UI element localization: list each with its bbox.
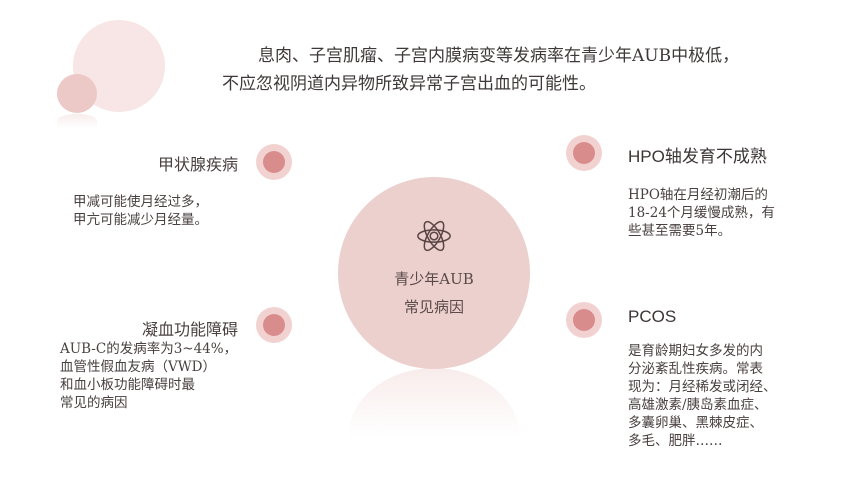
item-desc-thyroid: 甲减可能使月经过多， 甲亢可能减少月经量。 (73, 194, 208, 228)
center-title-line-2: 常见病因 (403, 298, 464, 316)
item-title-coagulation: 凝血功能障碍 (141, 320, 238, 339)
dot-marker-thyroid (256, 144, 292, 180)
decorative-circle-small (57, 74, 97, 113)
item-desc-coagulation: AUB-C的发病率为3~44%， 血管性假血友病（VWD） 和血小板功能障碍时最… (60, 341, 238, 411)
atom-icon (417, 220, 451, 252)
item-desc-pcos: 是育龄期妇女多发的内 分泌紊乱性疾病。常表 现为：月经稀发或闭经、 高雄激素/胰… (628, 343, 777, 449)
dot-marker-inner (573, 309, 595, 331)
decorative-reflection (57, 114, 97, 128)
dot-marker-inner (263, 151, 285, 173)
center-circle: 青少年AUB 常见病因 (338, 177, 530, 369)
item-title-pcos: PCOS (628, 307, 677, 326)
center-title: 青少年AUB 常见病因 (394, 265, 474, 321)
item-desc-hpo: HPO轴在月经初潮后的 18-24个月缓慢成熟，有 些甚至需要5年。 (628, 187, 775, 239)
item-title-hpo: HPO轴发育不成熟 (628, 147, 767, 166)
intro-line-2: 不应忽视阴道内异物所致异常子宫出血的可能性。 (222, 74, 596, 94)
dot-marker-inner (263, 314, 285, 336)
dot-marker-pcos (566, 302, 602, 338)
dot-marker-coagulation (256, 307, 292, 343)
center-title-line-1: 青少年AUB (394, 270, 474, 288)
center-circle-reflection (348, 368, 520, 438)
dot-marker-inner (573, 142, 595, 164)
dot-marker-hpo (566, 135, 602, 171)
intro-paragraph: 息肉、子宫肌瘤、子宫内膜病变等发病率在青少年AUB中极低， 不应忽视阴道内异物所… (222, 42, 782, 98)
intro-line-1: 息肉、子宫肌瘤、子宫内膜病变等发病率在青少年AUB中极低， (258, 46, 740, 66)
item-title-thyroid: 甲状腺疾病 (157, 155, 238, 174)
